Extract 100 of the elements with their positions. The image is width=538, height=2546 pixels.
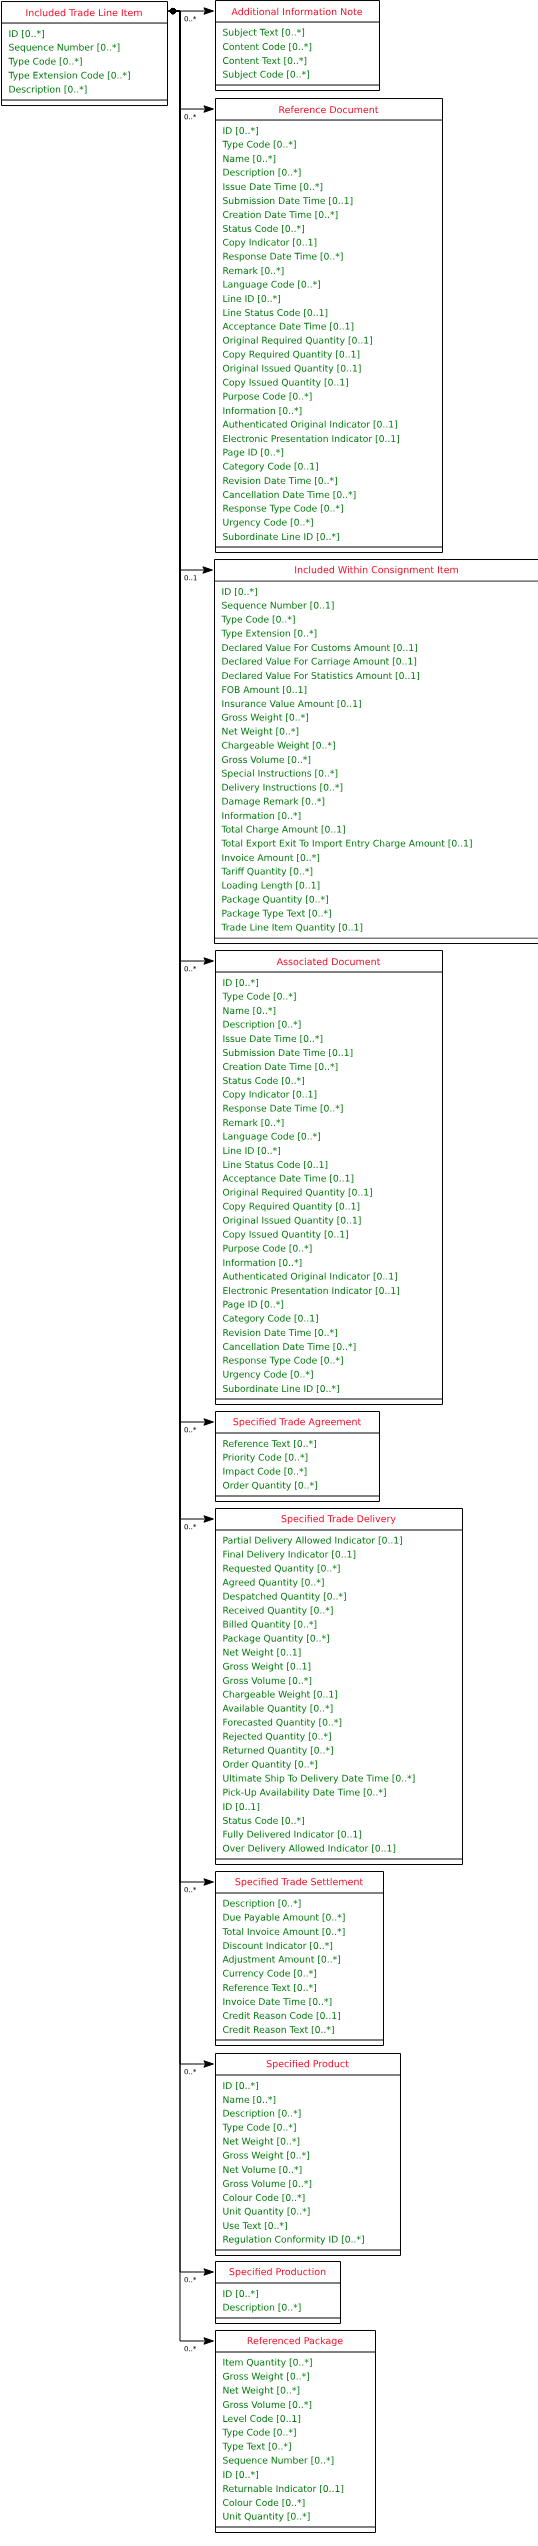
class-box	[214, 0, 380, 92]
attribute-text: Purpose Code [0..*]	[223, 392, 312, 402]
attribute-text: Unit Quantity [0..*]	[223, 2207, 310, 2217]
attribute-text: Name [0..*]	[223, 154, 276, 164]
attribute-text: Declared Value For Carriage Amount [0..1]	[222, 657, 417, 667]
attribute-text: FOB Amount [0..1]	[222, 685, 307, 695]
attribute-text: Pick-Up Availability Date Time [0..*]	[223, 1788, 386, 1798]
attribute-text: Total Charge Amount [0..1]	[221, 825, 345, 835]
attribute-text: Credit Reason Code [0..1]	[223, 2011, 340, 2021]
attribute-text: Discount Indicator [0..*]	[223, 1941, 333, 1951]
attribute-text: Regulation Conformity ID [0..*]	[223, 2235, 364, 2245]
attribute-text: Urgency Code [0..*]	[223, 1370, 313, 1380]
attribute-text: Credit Reason Text [0..*]	[223, 2025, 334, 2035]
attribute-text: Returned Quantity [0..*]	[223, 1746, 333, 1756]
attribute-text: Purpose Code [0..*]	[223, 1244, 312, 1254]
attribute-text: Returnable Indicator [0..1]	[223, 2484, 344, 2494]
attribute-text: Information [0..*]	[223, 1258, 302, 1268]
attribute-text: ID [0..*]	[223, 978, 258, 988]
attribute-text: Gross Weight [0..*]	[223, 2151, 309, 2161]
attribute-text: Line ID [0..*]	[223, 1146, 280, 1156]
class-name: Specified Trade Settlement	[235, 1877, 363, 1888]
attribute-text: Information [0..*]	[223, 406, 302, 416]
attribute-text: Type Extension [0..*]	[221, 629, 317, 639]
attribute-text: ID [0..*]	[222, 587, 257, 597]
class-box	[214, 2330, 376, 2533]
attribute-text: Remark [0..*]	[223, 266, 284, 276]
attribute-text: Response Date Time [0..*]	[223, 1104, 343, 1114]
attribute-text: Authenticated Original Indicator [0..1]	[222, 420, 397, 430]
attribute-text: Issue Date Time [0..*]	[223, 182, 323, 192]
attribute-text: Package Quantity [0..*]	[222, 895, 328, 905]
class-name: Reference Document	[279, 105, 379, 114]
attribute-text: Type Text [0..*]	[222, 2442, 291, 2452]
attribute-text: Category Code [0..1]	[223, 1314, 318, 1324]
attribute-text: Fully Delivered Indicator [0..1]	[223, 1830, 362, 1840]
attribute-text: Issue Date Time [0..*]	[223, 1034, 323, 1044]
class-box	[214, 98, 443, 554]
attribute-text: Requested Quantity [0..*]	[223, 1564, 340, 1574]
attribute-text: Delivery Instructions [0..*]	[222, 783, 343, 793]
attribute-text: Total Export Exit To Import Entry Charge Amount [0..1]	[221, 839, 472, 849]
attribute-text: Content Text [0..*]	[223, 56, 307, 66]
attribute-text: Damage Remark [0..*]	[222, 797, 325, 807]
class-name: Specified Trade Agreement	[233, 1417, 361, 1428]
attribute-text: ID [0..*]	[223, 2289, 258, 2299]
attribute-text: Type Code [0..*]	[222, 140, 296, 150]
class-box	[214, 950, 443, 1405]
attribute-text: Use Text [0..*]	[223, 2221, 287, 2231]
attribute-text: Submission Date Time [0..1]	[223, 196, 353, 206]
attribute-text: Remark [0..*]	[223, 1118, 284, 1128]
attribute-text: Authenticated Original Indicator [0..1]	[222, 1272, 397, 1282]
attribute-text: Category Code [0..1]	[223, 462, 318, 472]
attribute-text: Ultimate Ship To Delivery Date Time [0..*]	[223, 1774, 415, 1784]
attribute-text: Due Payable Amount [0..*]	[223, 1913, 345, 1923]
class-name: Specified Product	[266, 2059, 349, 2070]
attribute-text: Response Type Code [0..*]	[223, 504, 343, 514]
attribute-text: Unit Quantity [0..*]	[223, 2512, 310, 2522]
attribute-text: Content Code [0..*]	[223, 42, 312, 52]
class-name: Referenced Package	[247, 2336, 343, 2347]
class-name: Included Trade Line Item	[26, 8, 142, 17]
attribute-text: Net Weight [0..*]	[223, 2386, 300, 2396]
class-box	[214, 1871, 384, 2046]
attribute-text: Impact Code [0..*]	[223, 1467, 307, 1477]
attribute-text: Description [0..*]	[223, 168, 301, 178]
attribute-text: Available Quantity [0..*]	[222, 1704, 333, 1714]
class-box	[213, 559, 538, 944]
attribute-text: Gross Weight [0..1]	[223, 1662, 311, 1672]
attribute-text: Partial Delivery Allowed Indicator [0..1]	[223, 1536, 402, 1546]
attribute-text: Cancellation Date Time [0..*]	[223, 490, 356, 500]
attribute-text: Copy Issued Quantity [0..1]	[223, 378, 348, 388]
class-name: Associated Document	[276, 957, 381, 966]
attribute-text: Currency Code [0..*]	[223, 1969, 317, 1979]
attribute-text: Sequence Number [0..*]	[9, 43, 120, 53]
attribute-text: Type Extension Code [0..*]	[8, 71, 130, 81]
attribute-text: Language Code [0..*]	[223, 280, 320, 290]
attribute-text: Copy Issued Quantity [0..1]	[223, 1230, 348, 1240]
attribute-text: Chargeable Weight [0..*]	[222, 741, 335, 751]
attribute-text: Subordinate Line ID [0..*]	[223, 1384, 339, 1394]
attribute-text: Total Invoice Amount [0..*]	[222, 1927, 345, 1937]
attribute-text: Original Issued Quantity [0..1]	[223, 364, 361, 374]
class-name: Specified Trade Delivery	[281, 1514, 396, 1525]
class-box	[214, 1508, 463, 1865]
attribute-text: Type Code [0..*]	[222, 2428, 296, 2438]
attribute-text: ID [0..1]	[223, 1802, 260, 1812]
attribute-text: Original Issued Quantity [0..1]	[223, 1216, 361, 1226]
attribute-text: Declared Value For Statistics Amount [0..1]	[222, 671, 419, 681]
attribute-text: Reference Text [0..*]	[223, 1983, 316, 1993]
attribute-text: Type Code [0..*]	[222, 2123, 296, 2133]
attribute-text: Gross Weight [0..*]	[223, 2372, 309, 2382]
attribute-text: Invoice Date Time [0..*]	[223, 1997, 332, 2007]
attribute-text: Reference Text [0..*]	[223, 1439, 316, 1449]
attribute-text: Gross Weight [0..*]	[222, 713, 308, 723]
attribute-text: Description [0..*]	[223, 1020, 301, 1030]
attribute-text: ID [0..*]	[223, 2470, 258, 2480]
attribute-text: Subordinate Line ID [0..*]	[223, 532, 339, 542]
class-name: Specified Production	[229, 2267, 326, 2278]
attribute-text: Status Code [0..*]	[223, 1076, 304, 1086]
attribute-text: Name [0..*]	[223, 2095, 276, 2105]
attribute-text: Urgency Code [0..*]	[223, 518, 313, 528]
attribute-text: Status Code [0..*]	[223, 1816, 304, 1826]
attribute-text: Colour Code [0..*]	[223, 2193, 305, 2203]
attribute-text: ID [0..*]	[9, 29, 44, 39]
